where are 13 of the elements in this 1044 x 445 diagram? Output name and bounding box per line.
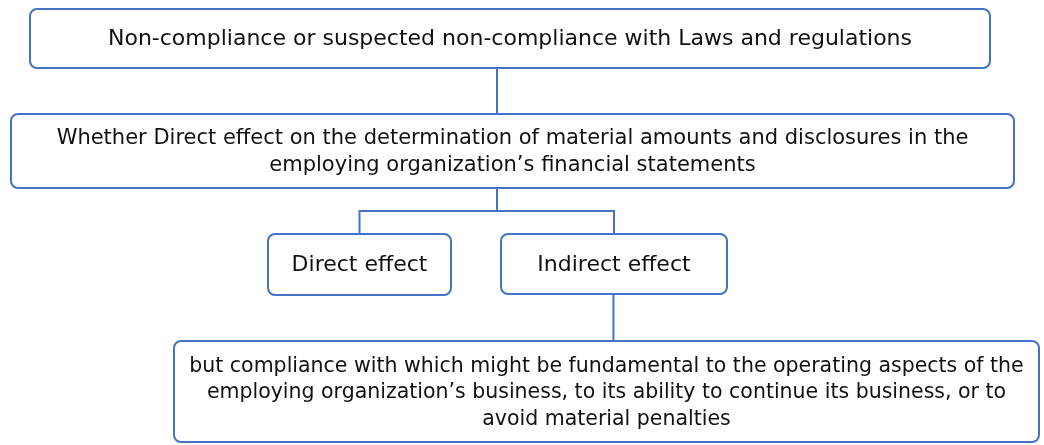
box-text: Whether Direct effect on the determination of material amounts and disclosures in the employing organization’s financial statements — [55, 123, 970, 178]
connector-line — [496, 68, 498, 114]
connector-line — [612, 294, 615, 341]
box-text: Non-compliance or suspected non-compliance with Laws and regulations — [107, 24, 913, 53]
connector-line — [496, 188, 615, 234]
process-box — [500, 233, 728, 295]
box-text: Indirect effect — [537, 249, 691, 278]
process-box — [10, 113, 1015, 189]
process-box — [267, 233, 452, 296]
process-box — [173, 340, 1040, 443]
box-text: Direct effect — [291, 250, 428, 279]
process-box — [29, 8, 991, 69]
box-text: but compliance with which might be fundamental to the operating aspects of the employing organization’s business, to its ability to continue its business, or to avoid material penalties — [188, 351, 1025, 432]
